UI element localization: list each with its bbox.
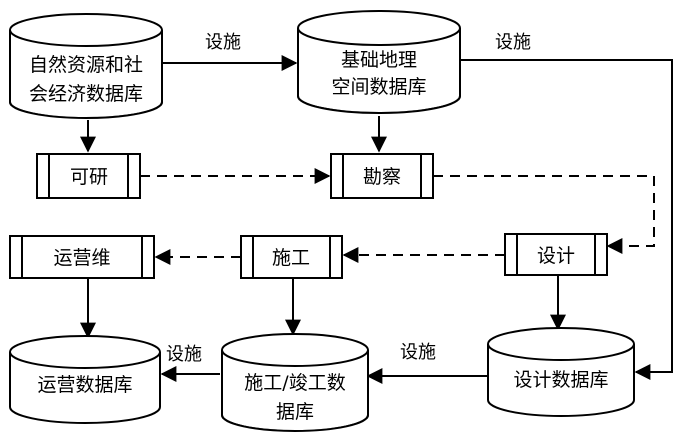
- edge-label-natres-to-geo: 设施: [205, 32, 241, 53]
- db-geographic-base-label-2: 空间数据库: [331, 76, 426, 98]
- db-design: 设计数据库: [487, 327, 635, 417]
- db-construction-label-1: 施工/竣工数: [244, 372, 345, 394]
- edge-geo-to-design-db: [460, 59, 673, 380]
- process-feasibility: 可研: [36, 153, 141, 199]
- edge-survey-to-design: [433, 175, 655, 254]
- process-operation: 运营维: [9, 235, 155, 279]
- db-natural-resources-label-1: 自然资源和社: [29, 54, 143, 76]
- db-construction-label-2: 据库: [276, 401, 314, 423]
- process-design-label: 设计: [537, 245, 575, 267]
- process-survey: 勘察: [330, 153, 434, 199]
- db-natural-resources: 自然资源和社 会经济数据库: [9, 13, 163, 120]
- edge-label-geo-to-design: 设施: [495, 32, 531, 53]
- process-construction: 施工: [240, 235, 343, 279]
- edge-label-construction-to-operation: 设施: [166, 344, 202, 365]
- db-design-label: 设计数据库: [513, 369, 608, 391]
- process-construction-label: 施工: [272, 247, 310, 269]
- db-natural-resources-label-2: 会经济数据库: [29, 83, 143, 105]
- edge-label-design-to-construction: 设施: [400, 342, 436, 363]
- process-design: 设计: [504, 233, 608, 276]
- db-geographic-base-label-1: 基础地理: [341, 49, 417, 71]
- process-operation-label: 运营维: [53, 247, 110, 269]
- db-geographic-base: 基础地理 空间数据库: [297, 10, 461, 116]
- process-feasibility-label: 可研: [70, 166, 108, 188]
- process-survey-label: 勘察: [363, 166, 401, 188]
- db-operation-label: 运营数据库: [37, 374, 132, 396]
- db-operation: 运营数据库: [9, 335, 161, 424]
- db-construction: 施工/竣工数 据库: [221, 333, 369, 440]
